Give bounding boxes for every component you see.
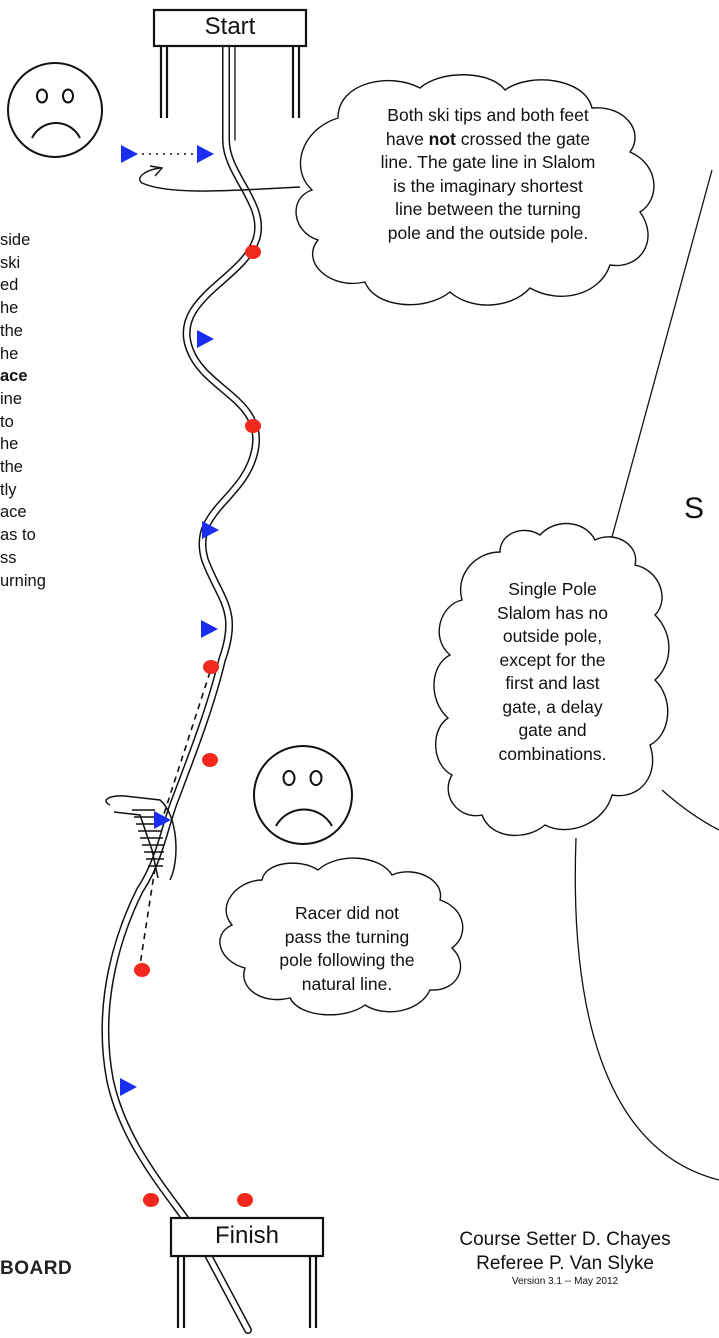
cloud-right-line: gate, a delay [502,696,603,717]
cloud-right-line: first and last [505,673,600,693]
turning-pole [120,1078,137,1096]
left-line: ine [0,389,23,408]
skid-mark [105,795,177,881]
cloud-top-line: line between the turning [395,199,581,219]
cloud-right-line: Slalom has no [497,602,608,623]
callout-line-right [661,789,719,831]
cloud-right-line: except for the [499,649,606,670]
outside-pole [143,1193,159,1207]
left-line: tly [0,480,17,499]
left-line: ace [0,367,28,386]
outside-pole [134,963,150,977]
left-line: as to [0,526,36,545]
left-line: ss [0,548,17,567]
credits: Course Setter D. Chayes Referee P. Van S… [415,1228,715,1288]
cutoff-letter: S [684,492,705,525]
left-line: he [0,435,19,454]
cloud-callout-bottom [219,857,464,1016]
left-line: ace [0,503,27,522]
finish-gate [169,1216,325,1328]
ski-track [101,40,262,1334]
left-line: urning [0,571,46,590]
callout-line-bottom [574,837,719,1181]
gate-line-arrow [135,153,301,192]
cloud-right-line: gate and [518,720,587,740]
outside-pole [202,753,218,767]
turning-pole [154,811,171,829]
sad-face-icon [7,62,103,158]
cloud-top-line: Both ski tips and both feet [387,105,589,125]
cloud-right-line: outside pole, [502,626,603,646]
cloud-bottom-line: pass the turning [284,926,410,947]
version: Version 3.1 -- May 2012 [511,1276,619,1287]
turning-pole [121,145,138,163]
outside-pole [245,245,261,259]
cloud-top-line: pole and the outside pole. [387,222,589,243]
emphasis-not: not [428,128,456,149]
left-line: he [0,299,19,318]
left-line: to [0,412,14,431]
cloud-right-line: Single Pole [508,579,597,599]
turning-pole [197,145,214,163]
cloud-bottom-text: Racer did not pass the turning pole foll… [232,902,462,996]
left-partial-text: side ski ed he the he ace ine to he the … [0,229,70,592]
course-setter: Course Setter D. Chayes [459,1229,671,1250]
turning-pole [201,620,218,638]
cloud-top-line: have [385,128,429,149]
cloud-top-line: line. The gate line in Slalom [380,152,596,172]
cloud-callout-top [295,74,655,306]
cloud-callout-right [433,522,670,837]
cloud-bottom-line: Racer did not [294,903,400,923]
cloud-top-text: Both ski tips and both feet have not cro… [318,104,658,245]
outside-poles [134,245,261,1207]
outside-pole [203,660,219,674]
cloud-bottom-line: natural line. [301,973,393,994]
turning-pole [202,521,219,539]
natural-line [139,671,211,966]
start-label: Start [204,13,256,40]
left-line: the [0,321,23,340]
sad-face-icon [253,745,353,845]
cloud-top-line: is the imaginary shortest [393,175,583,196]
cloud-bottom-line: pole following the [279,950,415,970]
left-line: ed [0,276,19,295]
outside-pole [237,1193,253,1207]
finish-label: Finish [214,1222,280,1249]
cloud-top-line: crossed the gate [455,128,591,149]
left-line: side [0,231,31,249]
start-gate [152,8,308,118]
cloud-right-text: Single Pole Slalom has no outside pole, … [455,578,650,766]
referee: Referee P. Van Slyke [476,1253,654,1274]
left-line: ski [0,253,21,272]
cloud-right-line: combinations. [498,743,607,764]
board-logo-fragment: BOARD [0,1258,73,1279]
turning-poles [120,145,219,1096]
left-line: he [0,344,19,363]
callout-line-top [608,169,713,549]
outside-pole [245,419,261,433]
left-line: the [0,458,23,477]
turning-pole [197,330,214,348]
